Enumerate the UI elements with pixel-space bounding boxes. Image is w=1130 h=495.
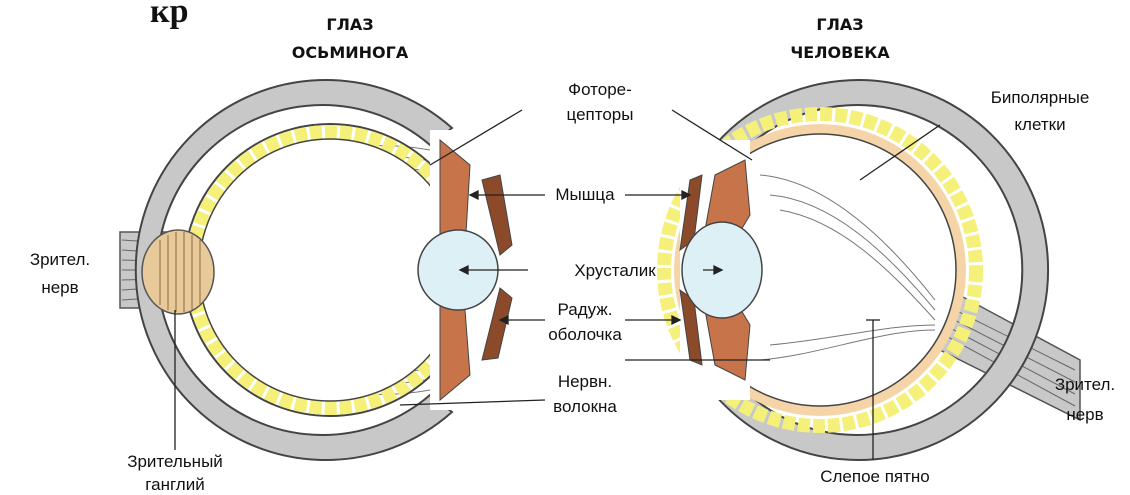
bipolar-label-line2: клетки: [1014, 115, 1065, 134]
human-eye: [664, 80, 1080, 460]
iris-label-line1: Радуж.: [558, 300, 613, 319]
bipolar-label-line1: Биполярные: [991, 88, 1090, 107]
lens-label: Хрусталик: [574, 261, 656, 280]
human-nerve-label-line2: нерв: [1066, 405, 1103, 424]
octopus-optic-ganglion: [142, 230, 214, 314]
photoreceptors-label-line2: цепторы: [567, 105, 634, 124]
fibers-label-line1: Нервн.: [558, 372, 612, 391]
photoreceptors-label-line1: Фоторе-: [568, 80, 632, 99]
header-fragment: кр: [150, 0, 189, 30]
octopus-title-line2: ОСЬМИНОГА: [292, 43, 409, 62]
octopus-title-line1: ГЛАЗ: [326, 15, 373, 34]
blind-spot-label: Слепое пятно: [820, 467, 930, 486]
iris-label-line2: оболочка: [548, 325, 622, 344]
fibers-label-line2: волокна: [553, 397, 617, 416]
human-nerve-label-line1: Зрител.: [1055, 375, 1115, 394]
ganglion-label-line2: ганглий: [145, 475, 204, 494]
muscle-label: Мышца: [555, 185, 615, 204]
ganglion-label-line1: Зрительный: [127, 452, 223, 471]
human-title-line2: ЧЕЛОВЕКА: [790, 43, 890, 62]
human-title-line1: ГЛАЗ: [816, 15, 863, 34]
octopus-nerve-label-line1: Зрител.: [30, 250, 90, 269]
octopus-nerve-label-line2: нерв: [41, 278, 78, 297]
